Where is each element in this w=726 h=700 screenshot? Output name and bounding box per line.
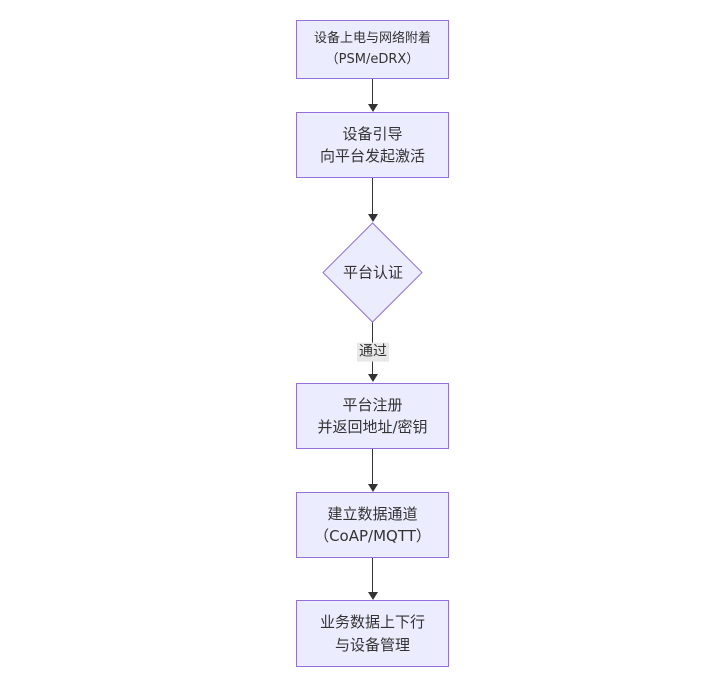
node-label-line1: 设备上电与网络附着 <box>313 31 431 47</box>
node-power-network-attach: 设备上电与网络附着 （PSM/eDRX） <box>296 20 449 79</box>
node-label-line2: 向平台发起激活 <box>319 147 425 165</box>
node-label-line1: 业务数据上下行 <box>319 613 425 631</box>
node-label-line1: 平台注册 <box>342 395 403 414</box>
arrowhead-icon <box>368 214 378 222</box>
node-label-line2: （CoAP/MQTT） <box>314 527 431 545</box>
node-label-line2: 并返回地址/密钥 <box>317 418 428 436</box>
arrowhead-icon <box>368 592 378 600</box>
node-data-channel: 建立数据通道 （CoAP/MQTT） <box>296 492 449 558</box>
node-platform-register: 平台注册 并返回地址/密钥 <box>296 383 449 449</box>
node-business-data: 业务数据上下行 与设备管理 <box>296 600 449 667</box>
node-label-line2: （PSM/eDRX） <box>325 51 420 67</box>
node-platform-auth-label: 平台认证 <box>342 263 404 282</box>
edge-line-4 <box>372 449 373 485</box>
edge-label-pass: 通过 <box>357 342 389 362</box>
arrowhead-icon <box>368 104 378 112</box>
edge-line-2 <box>372 178 373 215</box>
arrowhead-icon <box>368 484 378 492</box>
edge-line-1 <box>372 79 373 105</box>
arrowhead-icon <box>368 374 378 382</box>
node-label-line1: 建立数据通道 <box>327 504 418 523</box>
node-label-line2: 与设备管理 <box>334 635 410 654</box>
edge-line-5 <box>372 558 373 593</box>
node-label-line1: 设备引导 <box>342 124 403 143</box>
node-device-bootstrap: 设备引导 向平台发起激活 <box>296 112 449 178</box>
